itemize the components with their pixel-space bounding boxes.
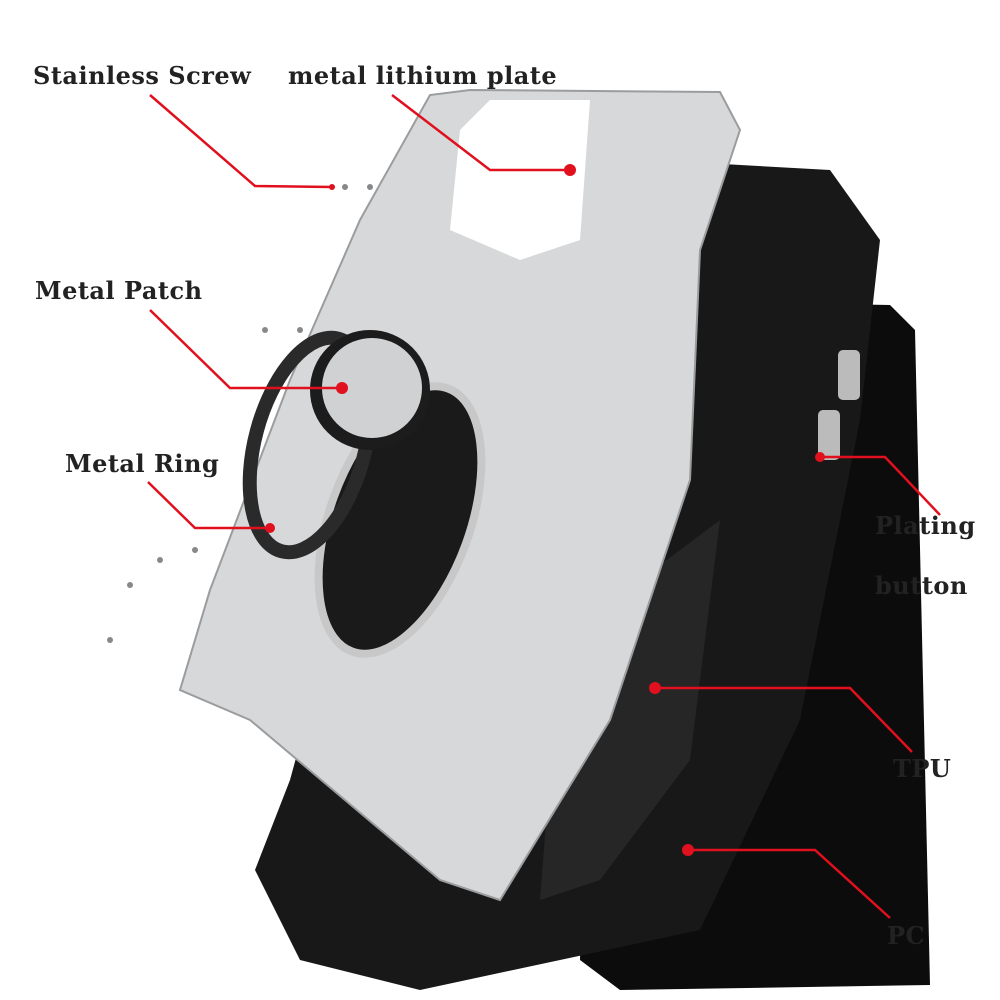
label-metal-lithium-plate: metal lithium plate <box>288 61 558 90</box>
plate-cutout <box>450 100 590 260</box>
tpu-ribs <box>540 520 720 900</box>
metal-ring <box>242 330 378 560</box>
label-stainless-screw: Stainless Screw <box>33 61 252 90</box>
callout-dots <box>265 164 825 856</box>
callout-lines <box>147 94 941 919</box>
label-metal-patch: Metal Patch <box>35 276 203 305</box>
plating-button-bottom <box>818 410 840 460</box>
metal-patch-face <box>322 338 422 438</box>
plating-button-top <box>838 350 860 400</box>
label-pc: PC <box>887 921 926 950</box>
label-tpu: TPU <box>893 754 952 783</box>
label-plating: Plating <box>875 511 976 540</box>
label-metal-ring: Metal Ring <box>65 449 220 478</box>
label-button: button <box>875 571 968 600</box>
screws <box>107 184 373 643</box>
